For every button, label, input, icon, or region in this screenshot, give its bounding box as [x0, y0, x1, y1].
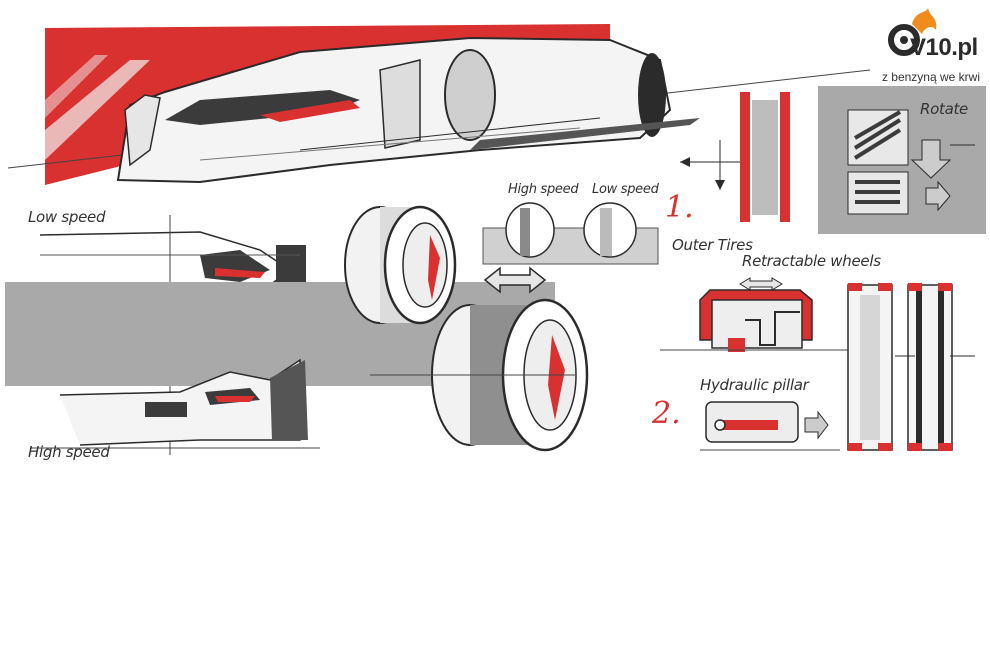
top-car-sketch [116, 36, 700, 184]
double-arrow-icon [483, 266, 547, 294]
rotate-label: Rotate [920, 100, 968, 118]
flaming-tire-icon [888, 8, 937, 56]
low-speed-label: Low speed [28, 208, 106, 226]
legend-low-speed-label: Low speed [592, 182, 659, 197]
brand-tagline: z benzyną we krwi [881, 70, 980, 84]
step1-tire-section [680, 92, 790, 222]
outer-tires-label: Outer Tires [672, 236, 753, 254]
hydraulic-pillar-section [700, 401, 840, 451]
retractable-wheels-section [660, 277, 850, 352]
tire-comparison-sketch [482, 202, 659, 265]
brand-name: V10.pl [910, 34, 978, 61]
retractable-wheels-label: Retractable wheels [742, 252, 881, 270]
tire-profile-sketches [847, 283, 975, 451]
high-speed-label: High speed [28, 443, 110, 461]
hydraulic-pillar-label: Hydraulic pillar [700, 376, 809, 394]
high-speed-side-sketch [30, 358, 320, 449]
brand-logo[interactable]: V10.pl z benzyną we krwi [882, 6, 982, 86]
step-1-number: 1. [665, 190, 694, 225]
wheel-sketch-lower [370, 298, 589, 452]
rotate-panel [818, 86, 986, 234]
legend-high-speed-label: High speed [508, 182, 579, 197]
wheel-sketch-upper [344, 205, 457, 325]
step-2-number: 2. [652, 396, 681, 431]
